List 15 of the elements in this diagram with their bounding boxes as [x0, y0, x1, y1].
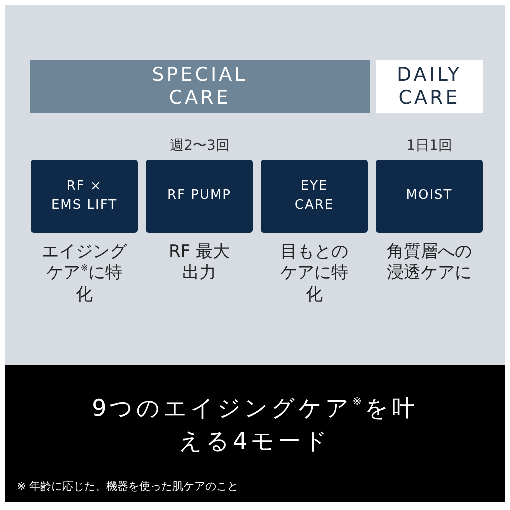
frequency-label: 週2〜3回 [169, 137, 231, 155]
category-band: SPECIAL CARE [30, 60, 370, 113]
mode-description: 目もとのケアに特化 [280, 242, 350, 306]
headline: 9つのエイジングケア$^{※}$を叶える4モード [91, 394, 419, 458]
mode-box: EYE CARE [261, 160, 368, 233]
mode-description: 角質層への浸透ケアに [386, 242, 473, 284]
mode-description: エイジングケア$^{※}$に特化 [41, 242, 128, 306]
summary-banner [5, 365, 505, 502]
mode-box: MOIST [376, 160, 483, 233]
mode-box: RF × EMS LIFT [31, 160, 138, 233]
mode-box: RF PUMP [146, 160, 253, 233]
mode-description: RF 最大出力 [168, 242, 231, 284]
frequency-label: 1日1回 [406, 137, 454, 155]
footnote: ※ 年齢に応じた、機器を使った肌ケアのこと [17, 479, 239, 494]
category-band: DAILY CARE [376, 60, 483, 113]
